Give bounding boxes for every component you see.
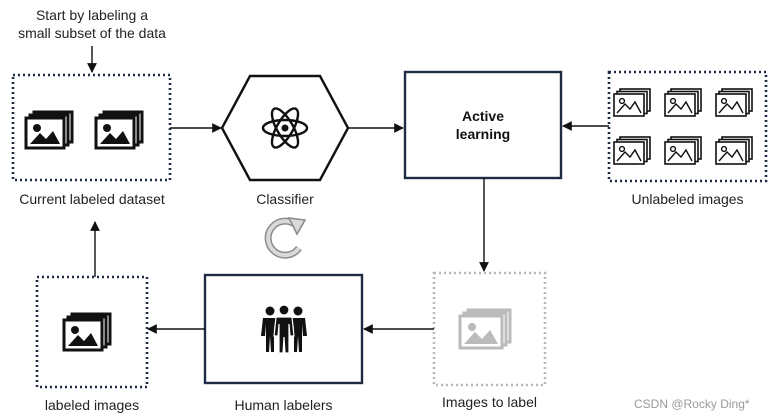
refresh-cycle-icon	[264, 217, 307, 259]
people-icon	[261, 304, 307, 354]
watermark: CSDN @Rocky Ding*	[634, 397, 750, 411]
annotation-text: Start by labeling a small subset of the …	[0, 6, 184, 42]
image-stack-icon	[715, 88, 753, 117]
active-learning-label: Active learning	[405, 107, 561, 143]
image-stack-icon	[62, 312, 112, 352]
labeled-images-label: labeled images	[44, 397, 140, 413]
images-to-label-node	[432, 271, 547, 387]
classifier-node	[220, 74, 350, 182]
images-to-label-label: Images to label	[442, 394, 537, 410]
annotation-line-2: small subset of the data	[18, 25, 166, 41]
active-learning-line-2: learning	[455, 126, 511, 142]
labeled-images-frame	[35, 275, 149, 389]
classifier-label: Classifier	[256, 191, 314, 207]
image-stack-icon	[613, 136, 651, 165]
image-stack-icon	[664, 136, 702, 165]
human-labelers-label: Human labelers	[234, 397, 333, 413]
image-stack-icon	[24, 110, 74, 150]
labeled-images-node	[35, 275, 149, 389]
image-stack-icon	[458, 308, 512, 350]
unlabeled-frame	[607, 70, 768, 183]
image-stack-icon	[715, 136, 753, 165]
current-dataset-frame	[11, 73, 172, 182]
active-learning-line-1: Active	[461, 108, 505, 124]
image-stack-icon	[613, 88, 651, 117]
image-stack-icon	[664, 88, 702, 117]
active-learning-box	[403, 70, 563, 180]
current-dataset-node	[11, 73, 172, 182]
image-stack-icon	[94, 110, 144, 150]
current-dataset-label: Current labeled dataset	[19, 191, 165, 207]
unlabeled-images-label: Unlabeled images	[631, 191, 744, 207]
unlabeled-images-node	[607, 70, 768, 183]
annotation-line-1: Start by labeling a	[35, 7, 149, 23]
human-labelers-node	[203, 273, 364, 385]
